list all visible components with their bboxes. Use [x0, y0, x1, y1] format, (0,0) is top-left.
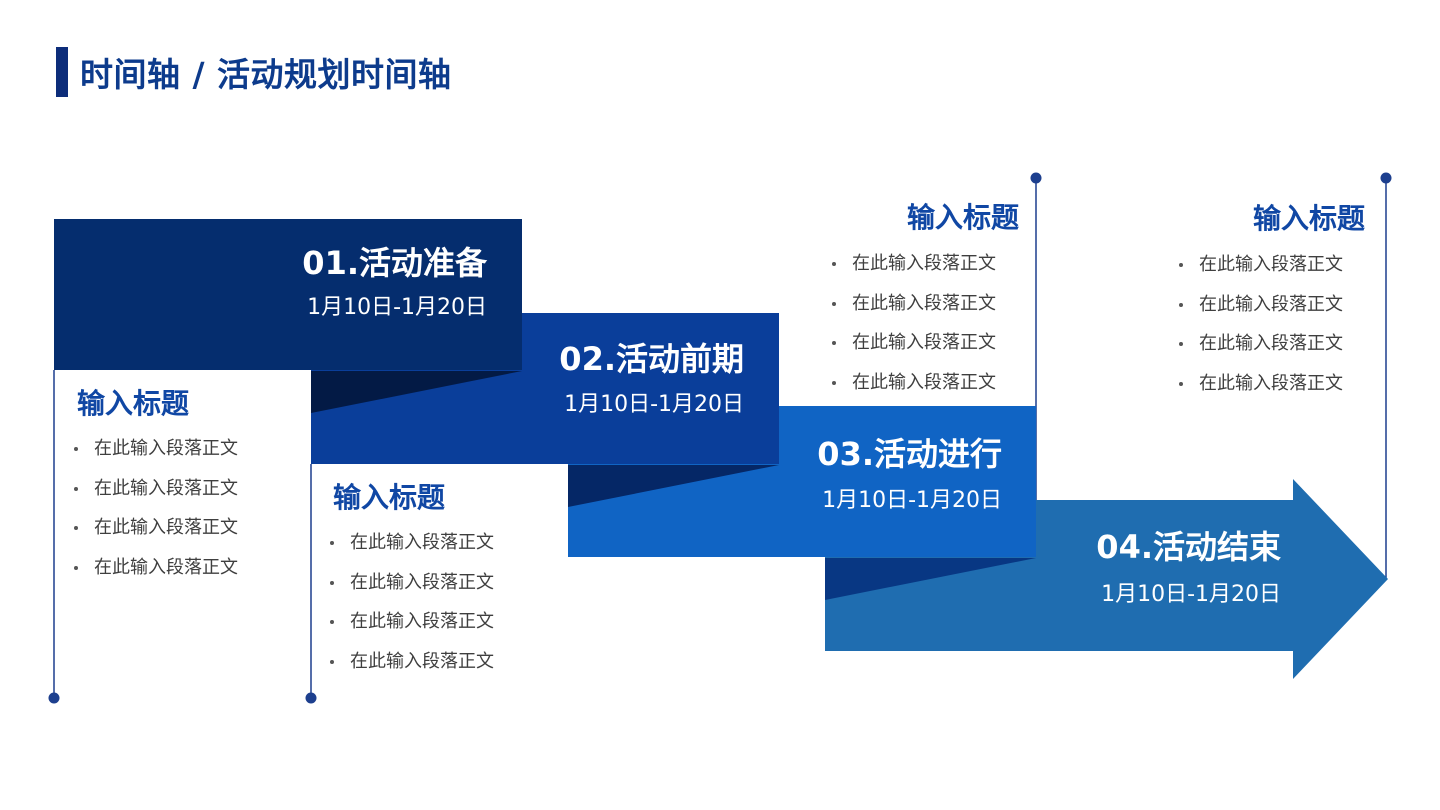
step-1-title: 01.活动准备	[302, 244, 487, 282]
step-3-title: 03.活动进行	[817, 435, 1002, 473]
step-2-heading: 输入标题	[333, 481, 446, 514]
step-4-list: 在此输入段落正文 在此输入段落正文 在此输入段落正文 在此输入段落正文	[1179, 254, 1343, 412]
list-item: 在此输入段落正文	[832, 372, 996, 412]
step-4-date: 1月10日-1月20日	[1101, 582, 1281, 607]
list-item: 在此输入段落正文	[330, 611, 494, 651]
step-3-date: 1月10日-1月20日	[822, 488, 1002, 513]
step-3-list: 在此输入段落正文 在此输入段落正文 在此输入段落正文 在此输入段落正文	[832, 253, 996, 411]
step-1-block	[54, 219, 522, 370]
step-4-fold	[825, 558, 1036, 600]
step-1-date: 1月10日-1月20日	[307, 295, 487, 320]
step-2-fold	[311, 371, 522, 413]
step-2-title: 02.活动前期	[559, 340, 744, 378]
list-item: 在此输入段落正文	[1179, 373, 1343, 413]
connector-dot-2	[305, 692, 317, 704]
step-1-heading: 输入标题	[77, 387, 190, 420]
connector-dot-1	[48, 692, 60, 704]
step-4-title: 04.活动结束	[1096, 528, 1281, 566]
list-item: 在此输入段落正文	[832, 293, 996, 333]
step-3-fold	[568, 465, 779, 507]
list-item: 在此输入段落正文	[74, 478, 238, 518]
list-item: 在此输入段落正文	[330, 532, 494, 572]
connector-dot-4	[1380, 172, 1392, 184]
list-item: 在此输入段落正文	[832, 253, 996, 293]
step-2-date: 1月10日-1月20日	[564, 392, 744, 417]
page-title: 时间轴 / 活动规划时间轴	[80, 55, 452, 94]
list-item: 在此输入段落正文	[1179, 333, 1343, 373]
list-item: 在此输入段落正文	[330, 651, 494, 691]
step-4-heading: 输入标题	[1252, 202, 1365, 235]
step-3-heading: 输入标题	[906, 201, 1019, 234]
list-item: 在此输入段落正文	[74, 557, 238, 597]
list-item: 在此输入段落正文	[330, 572, 494, 612]
step-1-list: 在此输入段落正文 在此输入段落正文 在此输入段落正文 在此输入段落正文	[74, 438, 238, 596]
step-2-list: 在此输入段落正文 在此输入段落正文 在此输入段落正文 在此输入段落正文	[330, 532, 494, 690]
list-item: 在此输入段落正文	[1179, 254, 1343, 294]
list-item: 在此输入段落正文	[74, 438, 238, 478]
connector-dot-3	[1030, 172, 1042, 184]
list-item: 在此输入段落正文	[1179, 294, 1343, 334]
title-accent-bar	[56, 47, 68, 97]
list-item: 在此输入段落正文	[74, 517, 238, 557]
list-item: 在此输入段落正文	[832, 332, 996, 372]
